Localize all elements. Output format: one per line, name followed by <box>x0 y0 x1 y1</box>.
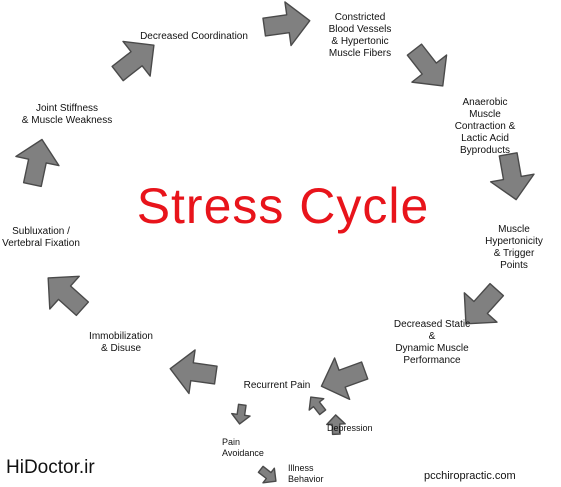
subcycle-pain-avoidance-label: Pain Avoidance <box>222 437 264 458</box>
watermark-right: pcchiropractic.com <box>424 470 516 482</box>
arrow-to-subluxation <box>47 275 90 317</box>
arrow-to-hypertonicity <box>489 152 535 201</box>
arrow-to-decreased-static <box>463 282 505 325</box>
stage-anaerobic-label: Anaerobic Muscle Contraction & Lactic Ac… <box>454 97 516 156</box>
stage-decreased-coordination-label: Decreased Coordination <box>140 31 248 42</box>
stage-decreased-static-label: Decreased Static & Dynamic Muscle Perfor… <box>393 319 471 366</box>
stage-joint-stiffness-label: Joint Stiffness & Muscle Weakness <box>21 103 113 126</box>
arrow-to-illness-behavior <box>257 465 277 484</box>
stage-constricted-label: Constricted Blood Vessels & Hypertonic M… <box>328 12 392 59</box>
arrow-to-anaerobic <box>406 43 448 87</box>
arrow-to-recurrent-pain-small <box>308 396 327 416</box>
arrow-to-depression <box>326 414 346 436</box>
arrow-to-immobilization <box>169 349 218 395</box>
arrow-to-recurrent-pain <box>320 357 369 401</box>
arrow-to-joint-stiffness <box>15 138 60 188</box>
arrow-to-pain-avoidance <box>231 403 251 425</box>
stage-subluxation-label: Subluxation / Vertebral Fixation <box>2 226 80 249</box>
arrow-to-constricted <box>262 1 311 47</box>
stage-hypertonicity-label: Muscle Hypertonicity & Trigger Points <box>485 224 543 271</box>
watermark-left: HiDoctor.ir <box>6 457 95 478</box>
stage-immobilization-label: Immobilization & Disuse <box>89 331 153 354</box>
subcycle-depression-label: Depression <box>327 423 373 433</box>
stage-recurrent-pain-label: Recurrent Pain <box>243 380 311 391</box>
arrow-to-decreased-coordination <box>111 40 155 82</box>
subcycle-illness-behavior-label: Illness Behavior <box>288 463 324 484</box>
diagram-title: Stress Cycle <box>136 178 430 234</box>
